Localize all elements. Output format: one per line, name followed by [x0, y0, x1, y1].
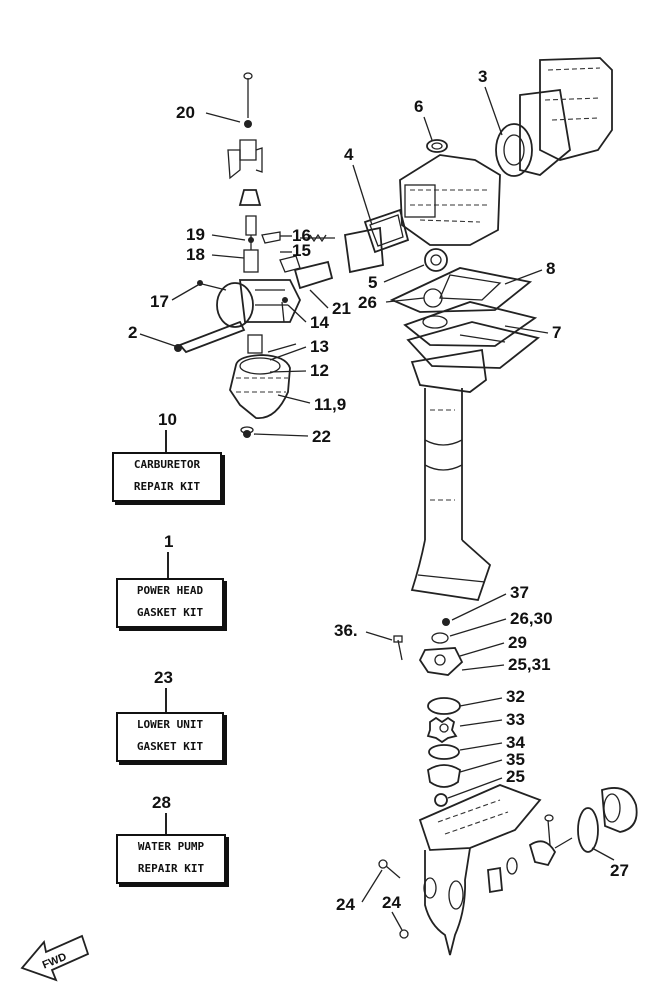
drive-shaft-housing [389, 248, 541, 602]
callout-7: 7 [552, 323, 561, 342]
kit-box-power-head-gasket: POWER HEAD GASKET KIT [116, 578, 224, 628]
kit-line1: CARBURETOR [133, 458, 201, 471]
reed-valve-gasket [343, 208, 410, 274]
kit-leader-carburetor [165, 430, 167, 452]
callout-20: 20 [176, 103, 195, 122]
kit-number-carburetor: 10 [158, 410, 177, 429]
callout-25: 25 [506, 767, 525, 786]
water-pump-parts [393, 618, 464, 807]
callout-24b: 24 [382, 893, 401, 912]
callout-36: 36. [334, 621, 358, 640]
callout-29: 29 [508, 633, 527, 652]
callout-37: 37 [510, 583, 529, 602]
callout-27: 27 [610, 861, 629, 880]
callout-8: 8 [546, 259, 555, 278]
callout-24a: 24 [336, 895, 355, 914]
callout-3: 3 [478, 67, 487, 86]
fwd-arrow-icon: FWD [20, 934, 90, 982]
kit-box-carburetor-repair: CARBURETOR REPAIR KIT [112, 452, 222, 502]
kit-line2: REPAIR KIT [137, 862, 205, 875]
callout-2: 2 [128, 323, 137, 342]
callout-4: 4 [344, 145, 354, 164]
callout-35: 35 [506, 750, 525, 769]
callout-16: 16 [292, 226, 311, 245]
kit-line1: POWER HEAD [136, 584, 204, 597]
kit-box-water-pump-repair: WATER PUMP REPAIR KIT [116, 834, 226, 884]
kit-number-power-head: 1 [164, 532, 174, 551]
kit-leader-water-pump [165, 813, 167, 834]
kit-line2: GASKET KIT [136, 740, 204, 753]
kit-line2: REPAIR KIT [133, 480, 201, 493]
callout-14: 14 [310, 313, 329, 332]
callout-12: 12 [310, 361, 329, 380]
callout-11-9: 11,9 [314, 395, 346, 414]
callout-22: 22 [312, 427, 331, 446]
callout-26: 26 [358, 293, 377, 312]
kit-box-lower-unit-gasket: LOWER UNIT GASKET KIT [116, 712, 224, 762]
callout-13: 13 [310, 337, 329, 356]
callout-21: 21 [332, 299, 351, 318]
kit-line2: GASKET KIT [136, 606, 204, 619]
callout-33: 33 [506, 710, 525, 729]
callouts: 20 6 3 4 19 18 16 15 17 21 14 5 26 8 7 2 [128, 67, 629, 931]
kit-number-lower-unit: 23 [154, 668, 173, 687]
kit-line1: WATER PUMP [137, 840, 205, 853]
crankcase [399, 139, 501, 246]
callout-5: 5 [368, 273, 377, 292]
kit-line1: LOWER UNIT [136, 718, 204, 731]
lower-unit-gearcase [378, 784, 638, 956]
callout-17: 17 [150, 292, 169, 311]
callout-34: 34 [506, 733, 525, 752]
kit-leader-lower-unit [165, 688, 167, 712]
callout-19: 19 [186, 225, 205, 244]
callout-6: 6 [414, 97, 423, 116]
callout-32: 32 [506, 687, 525, 706]
callout-26-30: 26,30 [510, 609, 553, 628]
callout-25-31: 25,31 [508, 655, 551, 674]
kit-leader-power-head [167, 552, 169, 578]
power-head-block [495, 57, 613, 177]
callout-18: 18 [186, 245, 205, 264]
kit-number-water-pump: 28 [152, 793, 171, 812]
callout-15: 15 [292, 241, 311, 260]
